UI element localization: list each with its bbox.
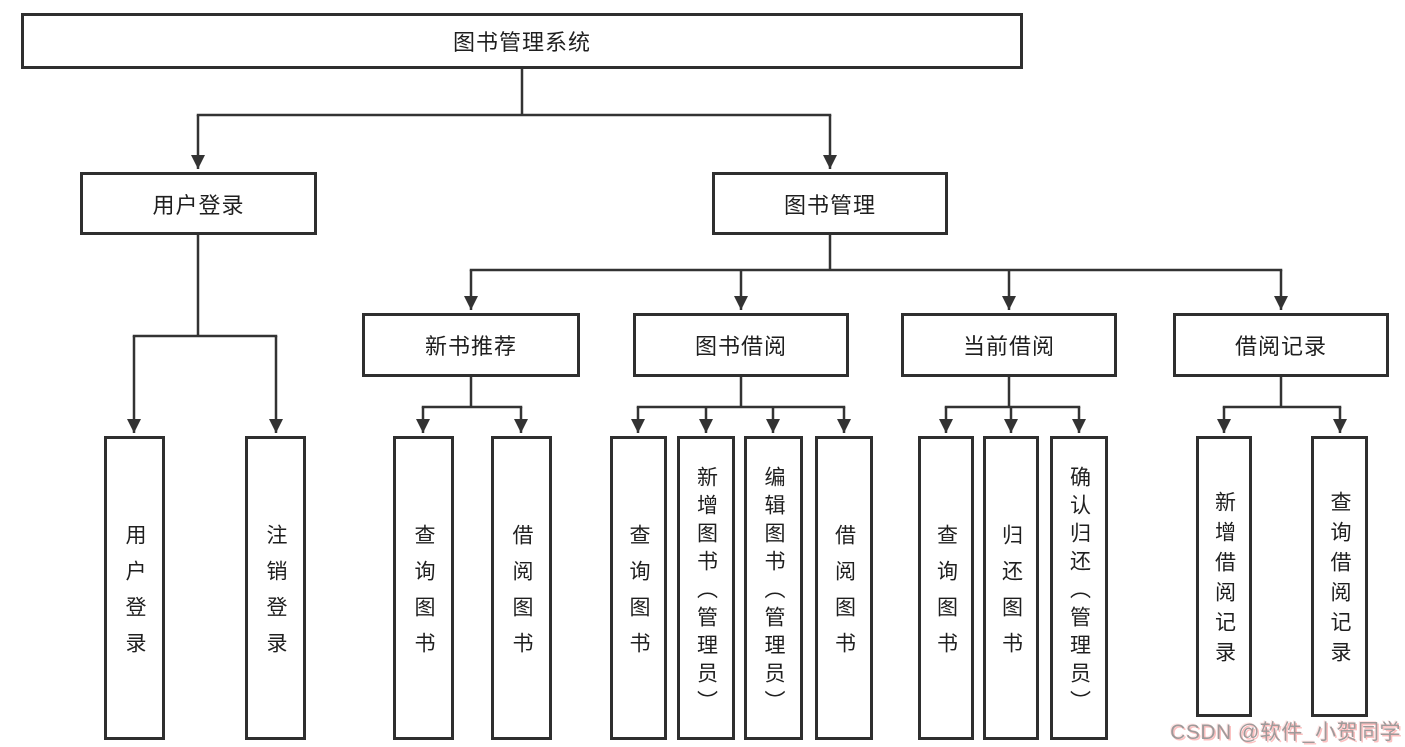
connector-current-borrowing-to-leaves bbox=[939, 377, 1086, 433]
connector-root-to-level2 bbox=[191, 69, 837, 169]
leaf-current-confirm-return: 确认归还（管理员） bbox=[1050, 436, 1108, 740]
leaf-records-add-record: 新增借阅记录 bbox=[1196, 436, 1252, 717]
connector-book-management-to-level3 bbox=[464, 235, 1288, 310]
node-book-borrowing-label: 图书借阅 bbox=[694, 334, 787, 359]
node-book-borrowing: 图书借阅 bbox=[633, 313, 849, 377]
leaf-user-login: 用户登录 bbox=[104, 436, 165, 740]
node-system-root-label: 图书管理系统 bbox=[452, 30, 591, 55]
leaf-records-query-record-label: 查询借阅记录 bbox=[1328, 491, 1351, 671]
leaf-borrowing-add-book: 新增图书（管理员） bbox=[677, 436, 735, 740]
leaf-records-add-record-label: 新增借阅记录 bbox=[1212, 491, 1236, 671]
csdn-watermark: CSDN @软件_小贺同学 bbox=[1170, 721, 1401, 744]
leaf-newbook-borrow-book: 借阅图书 bbox=[491, 436, 552, 740]
leaf-borrowing-edit-book: 编辑图书（管理员） bbox=[744, 436, 803, 740]
node-system-root: 图书管理系统 bbox=[21, 13, 1023, 69]
leaf-borrowing-query-book: 查询图书 bbox=[610, 436, 667, 740]
node-new-book-recommend-label: 新书推荐 bbox=[424, 334, 517, 359]
leaf-newbook-query-book: 查询图书 bbox=[393, 436, 454, 740]
leaf-borrowing-query-book-label: 查询图书 bbox=[627, 523, 650, 668]
leaf-logout-label: 注销登录 bbox=[264, 523, 287, 668]
leaf-borrowing-borrow-book-label: 借阅图书 bbox=[832, 523, 856, 668]
node-new-book-recommend: 新书推荐 bbox=[362, 313, 580, 377]
leaf-logout: 注销登录 bbox=[245, 436, 306, 740]
leaf-newbook-borrow-book-label: 借阅图书 bbox=[510, 523, 533, 668]
node-book-management-label: 图书管理 bbox=[783, 192, 876, 218]
connector-user-login-to-leaves bbox=[127, 235, 283, 433]
leaf-records-query-record: 查询借阅记录 bbox=[1311, 436, 1368, 717]
leaf-current-return-book-label: 归还图书 bbox=[999, 523, 1023, 668]
leaf-borrowing-edit-book-label: 编辑图书（管理员） bbox=[762, 465, 785, 718]
connector-borrowing-records-to-leaves bbox=[1217, 377, 1347, 433]
leaf-current-confirm-return-label: 确认归还（管理员） bbox=[1067, 465, 1091, 718]
node-borrowing-records: 借阅记录 bbox=[1173, 313, 1389, 377]
leaf-user-login-label: 用户登录 bbox=[123, 523, 146, 668]
leaf-borrowing-add-book-label: 新增图书（管理员） bbox=[694, 465, 718, 718]
connector-new-book-recommend-to-leaves bbox=[416, 377, 528, 433]
leaf-current-query-book-label: 查询图书 bbox=[934, 523, 958, 668]
node-current-borrowing-label: 当前借阅 bbox=[962, 334, 1055, 359]
node-book-management: 图书管理 bbox=[712, 172, 948, 235]
node-user-login-label: 用户登录 bbox=[152, 192, 245, 218]
leaf-borrowing-borrow-book: 借阅图书 bbox=[815, 436, 873, 740]
node-borrowing-records-label: 借阅记录 bbox=[1234, 334, 1327, 359]
leaf-current-return-book: 归还图书 bbox=[983, 436, 1039, 740]
leaf-newbook-query-book-label: 查询图书 bbox=[412, 523, 435, 668]
node-user-login: 用户登录 bbox=[80, 172, 317, 235]
connector-book-borrowing-to-leaves bbox=[631, 377, 851, 433]
node-current-borrowing: 当前借阅 bbox=[901, 313, 1117, 377]
leaf-current-query-book: 查询图书 bbox=[918, 436, 974, 740]
